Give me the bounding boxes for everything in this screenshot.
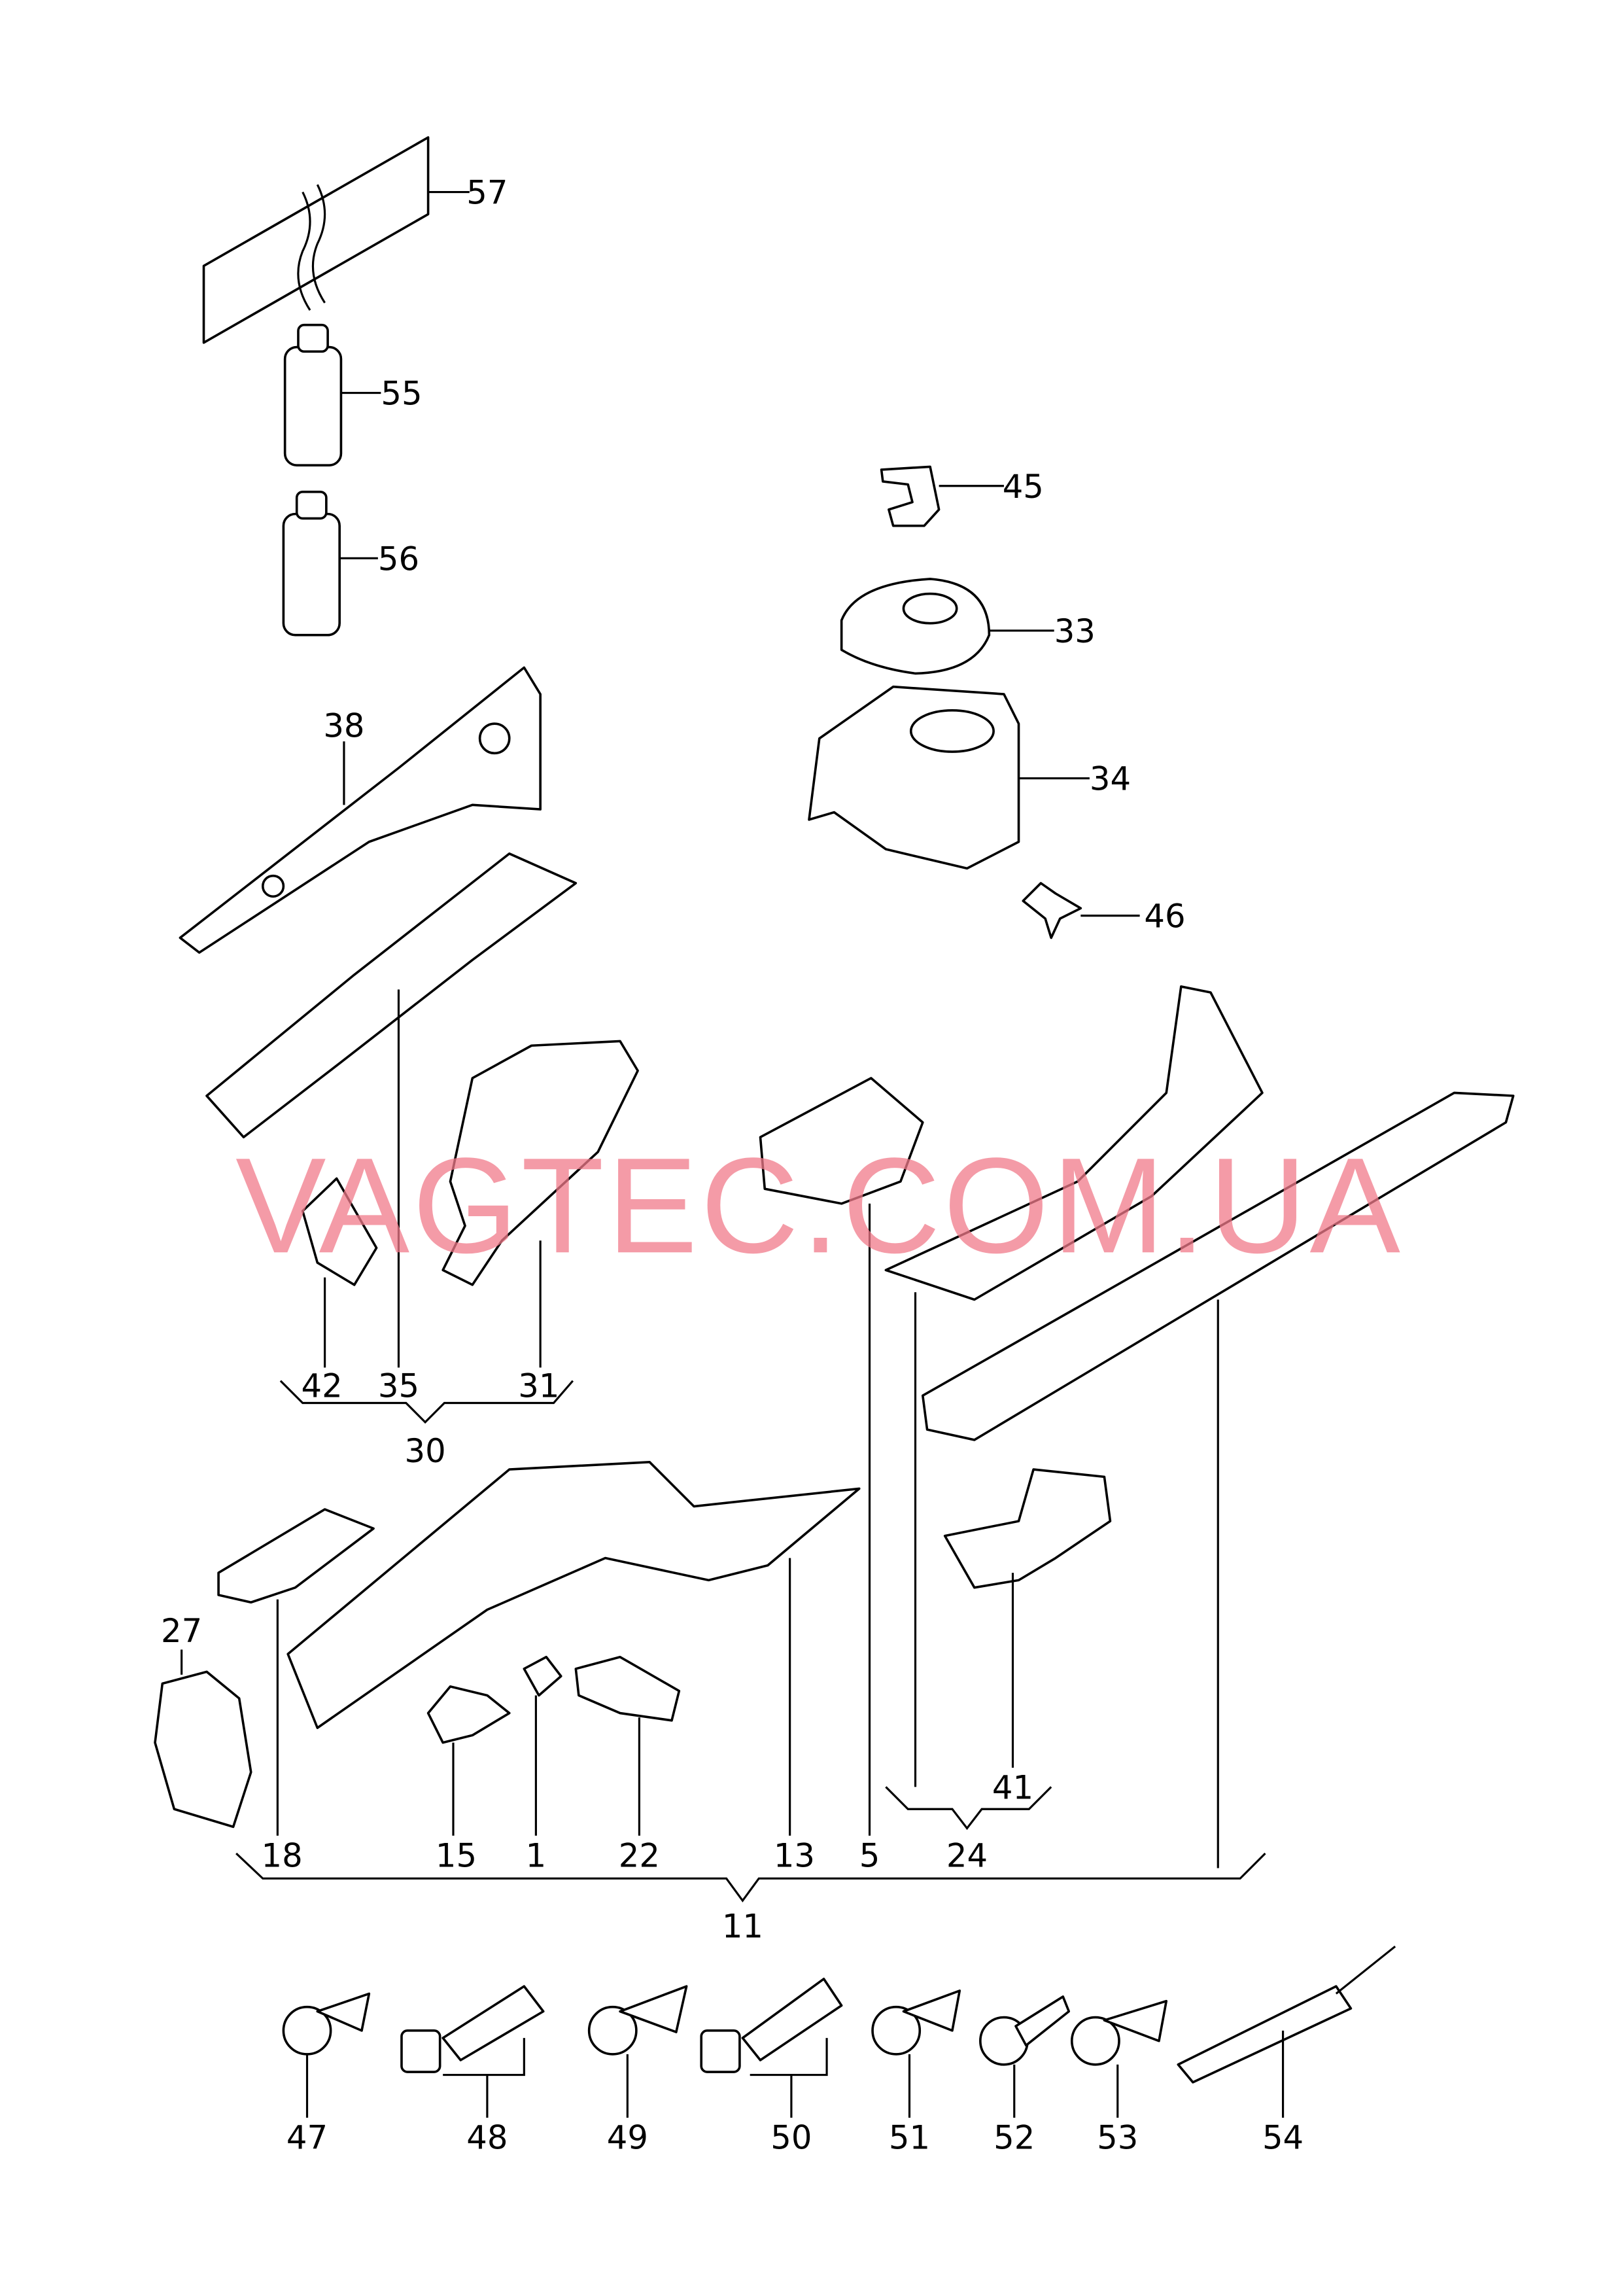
part-18-reinforcement — [217, 1508, 375, 1836]
label-1: 1 — [526, 1836, 547, 1874]
part-42-bracket — [301, 1177, 378, 1368]
part-48-bolt — [400, 1985, 545, 2118]
label-54: 54 — [1262, 2118, 1304, 2156]
part-55-can — [283, 323, 381, 466]
label-57: 57 — [466, 174, 508, 212]
part-22-bracket — [574, 1655, 681, 1836]
part-46-clip — [1022, 882, 1140, 939]
label-11: 11 — [722, 1908, 763, 1946]
label-5: 5 — [859, 1836, 880, 1874]
part-54-tool — [1177, 1945, 1396, 2118]
part-11-sill — [921, 1091, 1515, 1868]
label-51: 51 — [889, 2118, 930, 2156]
watermark: VAGTEC.COM.UA — [235, 1130, 1403, 1282]
bracket-24 — [885, 1786, 1052, 1831]
label-47: 47 — [286, 2118, 328, 2156]
label-30: 30 — [405, 1432, 446, 1470]
label-50: 50 — [770, 2118, 812, 2156]
label-35: 35 — [378, 1367, 419, 1405]
part-38-member — [179, 666, 542, 954]
label-27: 27 — [161, 1612, 202, 1650]
label-42: 42 — [301, 1367, 342, 1405]
label-13: 13 — [774, 1836, 815, 1874]
part-41-bracket — [943, 1468, 1112, 1768]
label-34: 34 — [1090, 760, 1131, 798]
label-52: 52 — [993, 2118, 1035, 2156]
part-31-panel — [441, 1040, 639, 1368]
part-35-member — [205, 852, 578, 1368]
label-45: 45 — [1003, 468, 1044, 506]
label-31: 31 — [518, 1367, 559, 1405]
bracket-11 — [235, 1852, 1266, 1902]
label-22: 22 — [619, 1836, 660, 1874]
part-34-strut-housing — [808, 685, 1090, 870]
part-5-bracket — [759, 1077, 924, 1836]
part-33-strut-mount — [840, 578, 1054, 675]
label-53: 53 — [1097, 2118, 1138, 2156]
part-56-can — [282, 490, 378, 637]
label-33: 33 — [1054, 612, 1096, 650]
part-49-clip — [587, 1985, 688, 2118]
part-27-plate — [154, 1649, 252, 1829]
label-46: 46 — [1144, 898, 1185, 936]
part-47-clip — [282, 1992, 371, 2118]
label-18: 18 — [262, 1836, 303, 1874]
label-41: 41 — [992, 1768, 1033, 1806]
label-48: 48 — [466, 2118, 508, 2156]
label-15: 15 — [436, 1836, 477, 1874]
part-51-clip — [871, 1989, 961, 2118]
part-15-cup — [426, 1685, 511, 1836]
part-24-crossmember — [884, 985, 1264, 1787]
part-13-longitudinal-member — [286, 1460, 861, 1836]
label-24: 24 — [946, 1836, 988, 1874]
callout-labels: 57 55 56 45 33 34 46 38 42 35 31 30 27 1… — [161, 174, 1304, 2157]
part-52-screw — [979, 1995, 1071, 2118]
part-57-tape — [202, 136, 470, 344]
part-1-clip — [523, 1655, 562, 1836]
label-38: 38 — [323, 707, 364, 745]
label-55: 55 — [381, 375, 422, 413]
part-50-bolt — [700, 1978, 843, 2118]
label-56: 56 — [378, 540, 419, 578]
part-45-bracket — [880, 465, 1004, 527]
part-53-clip — [1070, 1999, 1168, 2118]
label-49: 49 — [607, 2118, 648, 2156]
bracket-30 — [279, 1380, 574, 1424]
